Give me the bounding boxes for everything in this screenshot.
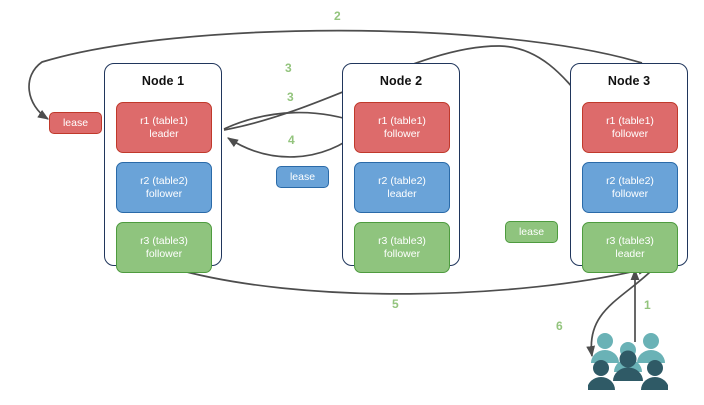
edge-label-3a: 3 — [285, 61, 292, 75]
replica-node1-r3[interactable]: r3 (table3) follower — [116, 222, 212, 273]
replica-node3-r2[interactable]: r2 (table2) follower — [582, 162, 678, 213]
replica-name: r3 (table3) — [378, 234, 426, 247]
replica-role: follower — [383, 127, 421, 140]
edge-label-1: 1 — [644, 298, 651, 312]
replica-name: r2 (table2) — [140, 174, 188, 187]
node-container-node2[interactable]: Node 2 r1 (table1) follower r2 (table2) … — [342, 63, 460, 273]
replica-node2-r2[interactable]: r2 (table2) leader — [354, 162, 450, 213]
edge-label-4: 4 — [288, 133, 295, 147]
lease-chip-r1[interactable]: lease — [49, 112, 102, 134]
edge-label-6: 6 — [556, 319, 563, 333]
replica-role: follower — [145, 247, 183, 260]
edge-label-3b: 3 — [287, 90, 294, 104]
node-title-node3: Node 3 — [607, 74, 651, 88]
replica-role: follower — [383, 247, 421, 260]
replica-node1-r2[interactable]: r2 (table2) follower — [116, 162, 212, 213]
edge-label-2: 2 — [334, 9, 341, 23]
replica-role: leader — [149, 127, 179, 140]
node-container-node3[interactable]: Node 3 r1 (table1) follower r2 (table2) … — [570, 63, 688, 273]
node-title-node2: Node 2 — [379, 74, 423, 88]
lease-chip-r3[interactable]: lease — [505, 221, 558, 243]
people-group-icon — [588, 333, 668, 390]
replica-name: r1 (table1) — [606, 114, 654, 127]
node-title-node1: Node 1 — [141, 74, 185, 88]
replica-role: leader — [387, 187, 417, 200]
node-container-node1[interactable]: Node 1 r1 (table1) leader r2 (table2) fo… — [104, 63, 222, 273]
replica-name: r3 (table3) — [606, 234, 654, 247]
replica-role: leader — [615, 247, 645, 260]
replica-name: r2 (table2) — [378, 174, 426, 187]
replica-node2-r3[interactable]: r3 (table3) follower — [354, 222, 450, 273]
replica-node3-r1[interactable]: r1 (table1) follower — [582, 102, 678, 153]
replica-role: follower — [145, 187, 183, 200]
replica-name: r1 (table1) — [378, 114, 426, 127]
replica-node2-r1[interactable]: r1 (table1) follower — [354, 102, 450, 153]
replica-name: r2 (table2) — [606, 174, 654, 187]
edge-label-5: 5 — [392, 297, 399, 311]
replica-name: r1 (table1) — [140, 114, 188, 127]
replica-node1-r1[interactable]: r1 (table1) leader — [116, 102, 212, 153]
replica-name: r3 (table3) — [140, 234, 188, 247]
lease-chip-r2[interactable]: lease — [276, 166, 329, 188]
replica-role: follower — [611, 187, 649, 200]
replica-role: follower — [611, 127, 649, 140]
replica-node3-r3[interactable]: r3 (table3) leader — [582, 222, 678, 273]
